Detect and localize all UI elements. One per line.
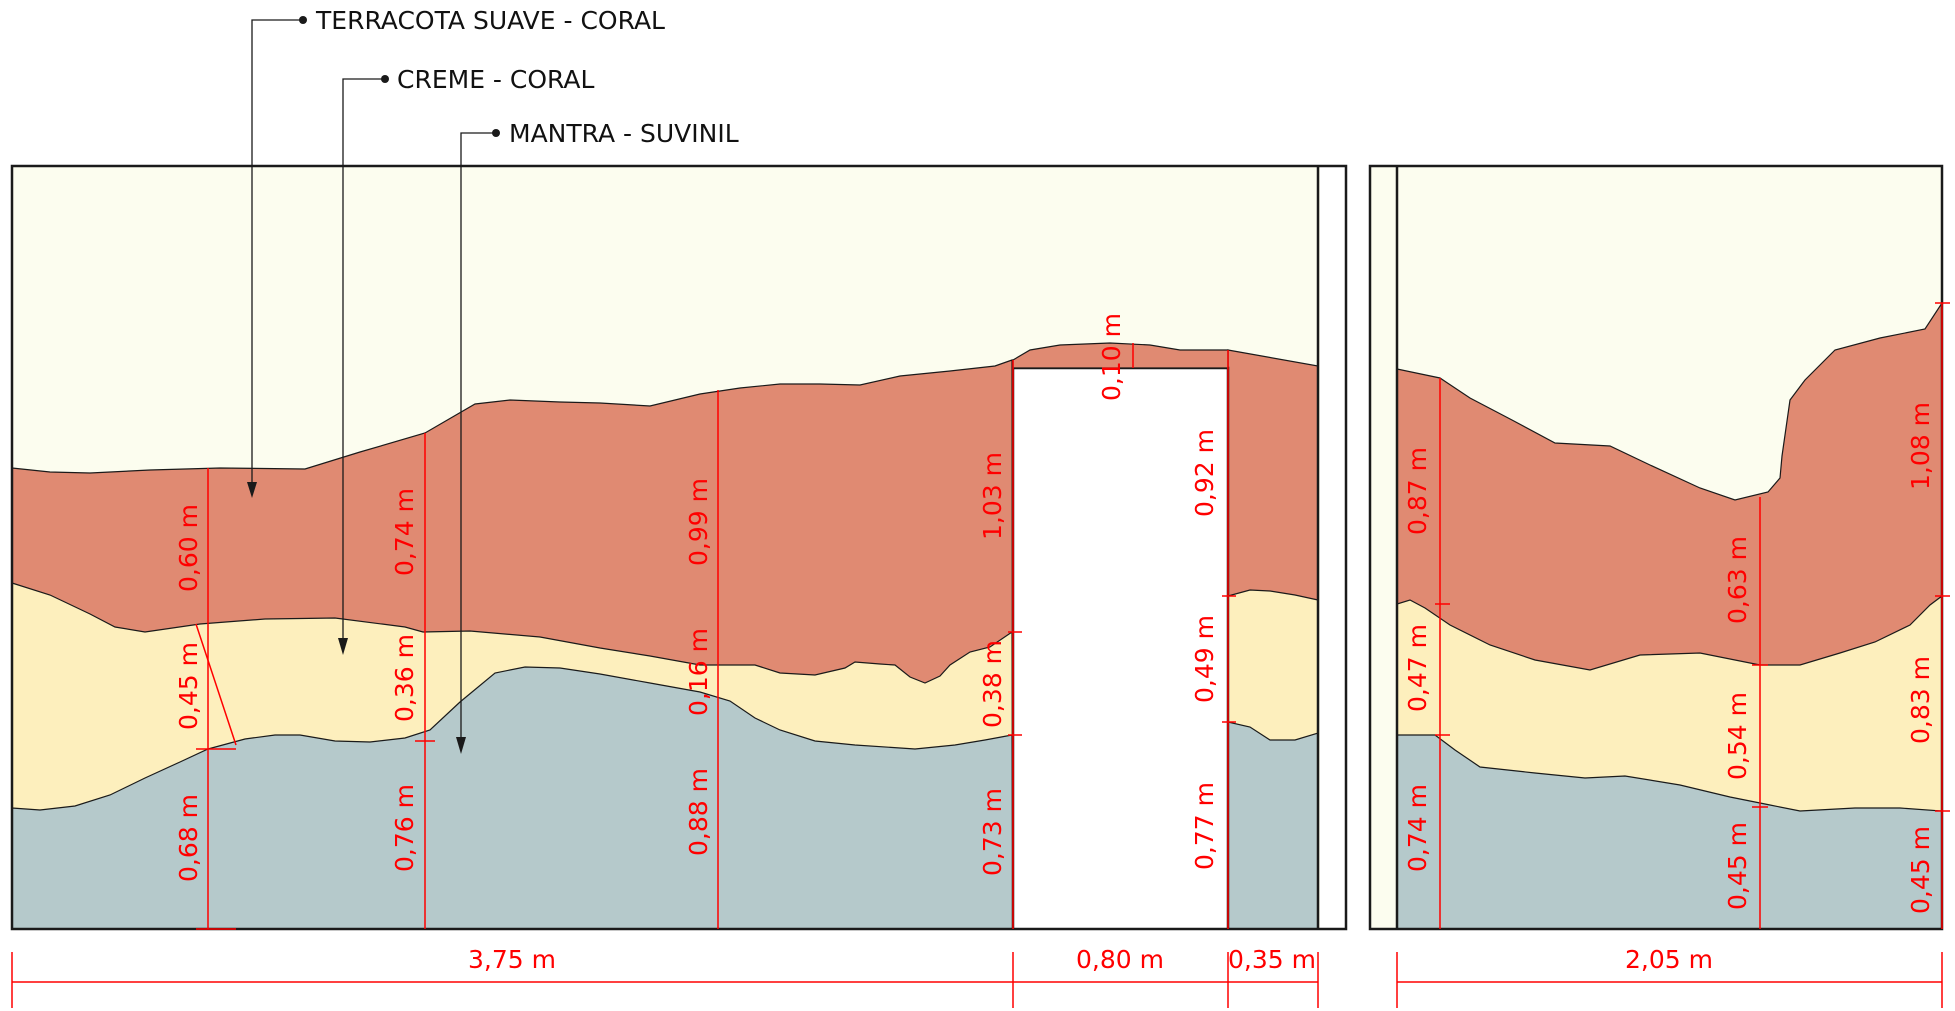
legend-item-creme: CREME - CORAL (338, 65, 594, 655)
door-lintel-band (1012, 342, 1229, 369)
dimension-label: 0,60 m (174, 504, 203, 592)
horizontal-dimensions: 3,75 m 0,80 m 0,35 m 2,05 m (11, 945, 1943, 1008)
vertical-dimensions: 0,60 m 0,45 m 0,68 m 0,74 m 0,36 m 0,76 … (174, 302, 1950, 930)
mantra-band-left (11, 666, 1319, 930)
dimension-label: 1,03 m (978, 452, 1007, 540)
dimension-label: 0,16 m (684, 628, 713, 716)
legend-label: TERRACOTA SUAVE - CORAL (315, 6, 665, 35)
dimension-label: 0,63 m (1723, 536, 1752, 624)
dimension-label: 0,92 m (1190, 429, 1219, 517)
leader-line (251, 19, 303, 485)
legend-label: MANTRA - SUVINIL (509, 119, 739, 148)
leader-line (460, 132, 496, 740)
dimension-label: 0,54 m (1723, 692, 1752, 780)
dimension-label: 1,08 m (1906, 402, 1935, 490)
dimension-label: 0,87 m (1403, 447, 1432, 535)
leader-dot (381, 75, 389, 83)
dimension-label: 0,10 m (1097, 313, 1126, 401)
legend-item-terracota: TERRACOTA SUAVE - CORAL (247, 6, 665, 498)
leader-arrow (338, 638, 348, 655)
dimension-label: 0,47 m (1403, 624, 1432, 712)
leader-dot (299, 16, 307, 24)
leader-dot (492, 129, 500, 137)
dimension-label: 0,99 m (684, 478, 713, 566)
dimension-label: 0,77 m (1190, 782, 1219, 870)
dimension-label: 0,68 m (174, 794, 203, 882)
dimension-label: 0,88 m (684, 768, 713, 856)
dimension-label: 0,36 m (390, 634, 419, 722)
dimension-label: 0,45 m (1906, 826, 1935, 914)
leader-line (342, 78, 385, 641)
dimension-label: 0,45 m (174, 642, 203, 730)
left-wall (10, 164, 1348, 931)
right-wall (1368, 164, 1944, 931)
dimension-label: 0,74 m (1403, 784, 1432, 872)
dimension-label: 2,05 m (1625, 945, 1713, 974)
dimension-label: 0,80 m (1076, 945, 1164, 974)
dimension-label: 0,45 m (1723, 822, 1752, 910)
dimension-label: 0,49 m (1190, 615, 1219, 703)
legend-label: CREME - CORAL (397, 65, 594, 94)
left-wall-outline (10, 164, 1348, 931)
dimension-label: 0,38 m (978, 640, 1007, 728)
dimension-label: 0,76 m (390, 784, 419, 872)
dimension-label: 0,73 m (978, 788, 1007, 876)
dimension-label: 0,35 m (1228, 945, 1316, 974)
dimension-tick (195, 623, 237, 746)
dimension-label: 0,83 m (1906, 656, 1935, 744)
legend-item-mantra: MANTRA - SUVINIL (456, 119, 739, 754)
legend: TERRACOTA SUAVE - CORAL CREME - CORAL MA… (247, 6, 739, 754)
door-opening (1013, 368, 1228, 929)
dimension-label: 0,74 m (390, 488, 419, 576)
leader-arrow (247, 482, 257, 498)
leader-arrow (456, 737, 466, 754)
dimension-label: 3,75 m (468, 945, 556, 974)
